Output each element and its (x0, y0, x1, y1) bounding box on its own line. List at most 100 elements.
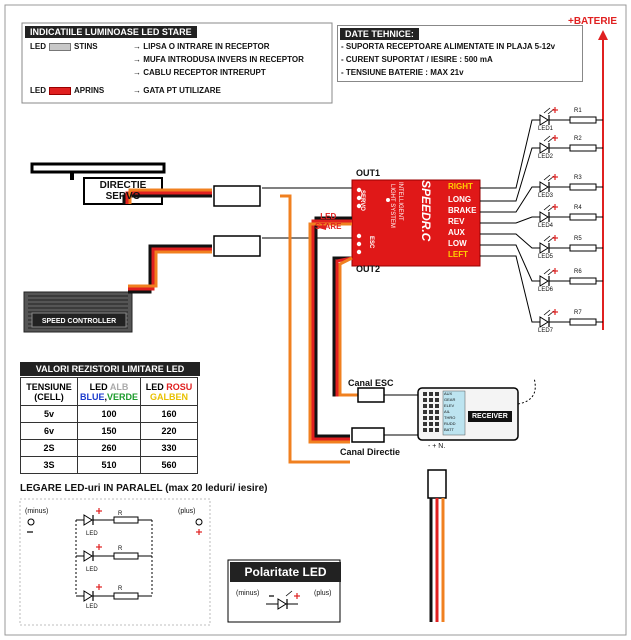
resistor-table: TENSIUNE(CELL) LED ALB BLUE,VERDE LED RO… (20, 377, 198, 474)
page-border (4, 4, 627, 636)
receiver-label-strip (442, 390, 466, 436)
esc-pin (356, 249, 362, 255)
resistor-icon (569, 116, 597, 124)
receiver-pin (435, 392, 439, 396)
resistor-label: R5 (574, 236, 582, 242)
led-feed (504, 186, 540, 213)
tech-box-title: DATE TEHNICE: (340, 28, 419, 40)
status-led-icon (386, 198, 390, 202)
off-meaning-2: → MUFA INTRODUSA INVERS IN RECEPTOR (133, 55, 304, 64)
resistor-icon (569, 144, 597, 152)
polarity-led-icon (277, 598, 287, 610)
led-off-swatch (49, 43, 71, 51)
led-on-state: APRINS (74, 86, 105, 95)
parallel-r-1: R (118, 511, 123, 517)
parallel-resistor-icon (113, 516, 139, 524)
channel-label-long: LONG (448, 195, 472, 204)
polarity-plus: (plus) (314, 590, 332, 597)
cell: 510 (77, 456, 141, 474)
parallel-minus: (minus) (25, 508, 49, 515)
status-box-border (21, 22, 333, 104)
cell: 100 (77, 405, 141, 423)
canal-directie-wire-orange (308, 222, 352, 444)
parallel-r-2: R (118, 546, 123, 552)
led-on-label: LED (30, 86, 46, 95)
on-meaning-1: → GATA PT UTILIZARE (133, 86, 221, 95)
status-box-title: INDICATIILE LUMINOASE LED STARE (25, 26, 197, 38)
parallel-led-3: LED (86, 604, 98, 610)
res-table-title: VALORI REZISTORI LIMITARE LED (20, 362, 200, 376)
led-feed (504, 255, 540, 323)
receiver-pin (429, 398, 433, 402)
servo-post (70, 172, 74, 180)
servo-wire-orange (128, 188, 212, 204)
channel-label-low: LOW (448, 239, 467, 248)
cell: 3S (20, 456, 78, 474)
servo-pass-wire-orange (280, 194, 350, 464)
led-label: LED7 (538, 328, 554, 334)
cell: 6v (20, 422, 78, 440)
led-ray (285, 590, 293, 597)
parallel-title: LEGARE LED-uri IN PARALEL (max 20 leduri… (20, 483, 268, 494)
servo-wire-black (122, 194, 212, 204)
receiver-pin (423, 422, 427, 426)
minus-terminal-icon (27, 518, 35, 526)
cell: 220 (140, 422, 198, 440)
receiver-pin (429, 404, 433, 408)
resistor-icon (569, 318, 597, 326)
parallel-plus: (plus) (178, 508, 196, 515)
parallel-led-1: LED (86, 531, 98, 537)
canal-directie-wire-red (311, 219, 352, 441)
receiver-pin-label: AIL (444, 409, 451, 414)
led-label: LED3 (538, 193, 554, 199)
canal-esc-connector (357, 387, 385, 403)
canal-directie-wire-black (314, 216, 352, 438)
resistor-icon (569, 183, 597, 191)
led-icon (539, 211, 549, 223)
out2-label: OUT2 (356, 264, 381, 274)
led-ray (543, 107, 551, 114)
led-label: LED5 (538, 254, 554, 260)
receiver-pin (429, 422, 433, 426)
tech-line-2: - CURENT SUPORTAT / IESIRE : 500 mA (341, 55, 493, 64)
receiver-pin-label: GEAR (444, 397, 456, 402)
esc-wire-orange (128, 250, 212, 288)
led-ray (543, 309, 551, 316)
servo-pin (356, 187, 362, 193)
tech-line-3: - TENSIUNE BATERIE : MAX 21v (341, 68, 464, 77)
receiver-pin (435, 410, 439, 414)
canal-directie-connector (351, 427, 385, 443)
speed-controller-label: SPEED CONTROLLER (41, 318, 117, 325)
channel-label-brake: BRAKE (448, 206, 477, 215)
receiver-pin (429, 410, 433, 414)
led-icon (539, 275, 549, 287)
receiver-pin (435, 422, 439, 426)
servo-connector-icon (213, 185, 261, 207)
led-icon (539, 181, 549, 193)
antenna-icon (517, 377, 536, 405)
speed-controller-label-plate (31, 312, 127, 328)
resistor-icon (569, 277, 597, 285)
led-icon (539, 316, 549, 328)
cell: 560 (140, 456, 198, 474)
led-on-swatch (49, 87, 71, 95)
esc-wire-red (128, 247, 212, 291)
parallel-resistor-icon (113, 592, 139, 600)
resistor-label: R3 (574, 175, 582, 181)
off-meaning-3: → CABLU RECEPTOR INTRERUPT (133, 68, 266, 77)
out1-label: OUT1 (356, 168, 381, 178)
led-icon (539, 114, 549, 126)
servo-wire-red (125, 191, 212, 204)
channel-label-aux: AUX (448, 228, 465, 237)
cell: 260 (77, 439, 141, 457)
led-label: LED1 (538, 126, 554, 132)
module-text-2: LIGHT SYSTEM (389, 184, 395, 228)
led-label: LED4 (538, 223, 554, 229)
led-ray (543, 174, 551, 181)
